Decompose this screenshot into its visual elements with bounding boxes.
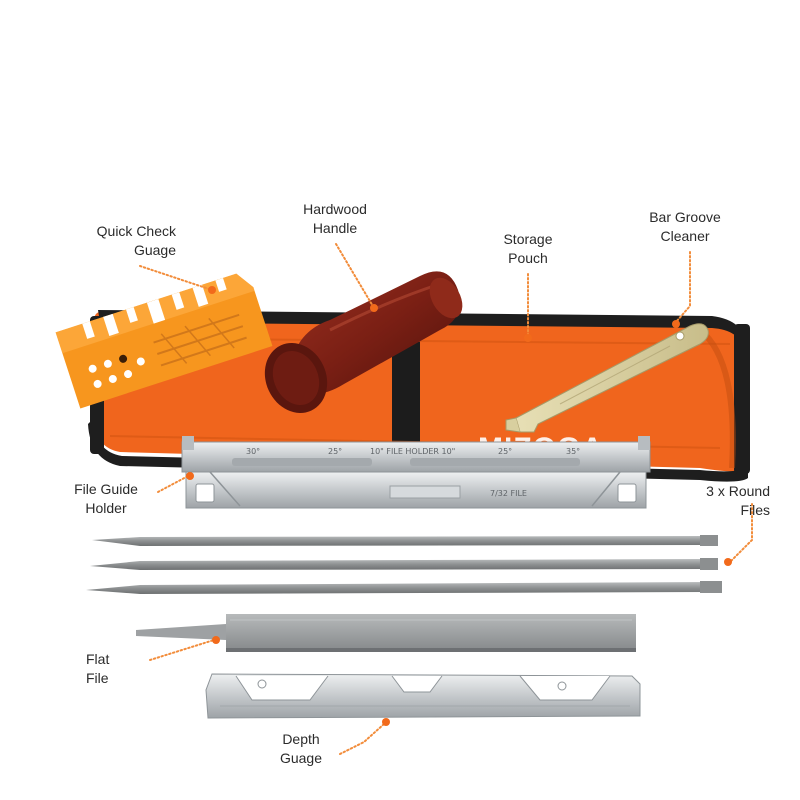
label-bar-groove-line1: Bar Groove [649, 209, 721, 225]
label-round-files-line1: 3 x Round [706, 483, 770, 499]
flat-file-tang [136, 624, 226, 640]
label-round-files: 3 x Round Files [660, 482, 770, 520]
label-quick-check-gauge: Quick Check Guage [60, 222, 176, 260]
callout-hardwood [335, 243, 375, 309]
label-hardwood-line2: Handle [312, 220, 358, 236]
label-hardwood-line1: Hardwood [303, 201, 367, 217]
holder-top-plate [181, 441, 651, 473]
holder-angle-25-right: 25° [498, 447, 512, 456]
round-file-2 [90, 558, 718, 570]
label-storage-line2: Pouch [508, 250, 548, 266]
flat-file-blade [226, 614, 636, 648]
callout-flat-file [149, 639, 215, 661]
label-bar-groove-line2: Cleaner [660, 228, 710, 244]
holder-angle-markings: 30° 25° 10" FILE HOLDER 10" 25° 35° 7/32… [246, 447, 580, 498]
pouch-right-edge [734, 324, 750, 474]
file-guide-holder [181, 436, 651, 509]
label-round-files-line2: Files [740, 502, 770, 518]
label-hardwood-handle: Hardwood Handle [280, 200, 390, 238]
round-file-1 [92, 535, 718, 546]
label-file-guide-holder: File Guide Holder [56, 480, 156, 518]
pouch-roll-shade [698, 327, 736, 469]
gauge-plate [55, 273, 273, 409]
label-flat-file-line2: File [86, 670, 109, 686]
label-quick-check-line1: Quick Check [96, 223, 176, 239]
callout-depth [339, 723, 385, 755]
label-bar-groove-cleaner: Bar Groove Cleaner [630, 208, 740, 246]
label-file-guide-line1: File Guide [74, 481, 138, 497]
round-files [86, 535, 722, 594]
depth-gauge [205, 673, 641, 719]
handle-body [292, 271, 460, 394]
quick-check-gauge [55, 273, 273, 409]
label-flat-file-line1: Flat [86, 651, 110, 667]
label-storage-pouch: Storage Pouch [478, 230, 578, 268]
label-depth-line2: Guage [279, 750, 323, 766]
label-flat-file: Flat File [86, 650, 146, 688]
callout-quick-check [139, 265, 213, 291]
handle-tip [429, 277, 463, 319]
holder-angle-35: 35° [566, 447, 580, 456]
label-quick-check-line2: Guage [133, 242, 176, 258]
holder-angle-25-left: 25° [328, 447, 342, 456]
label-depth-gauge: Depth Guage [256, 730, 346, 768]
label-file-guide-line2: Holder [85, 500, 127, 516]
callout-dots [186, 286, 732, 726]
callout-bar-groove [675, 251, 691, 323]
holder-title: 10" FILE HOLDER 10" [370, 447, 455, 456]
holder-lower-marking: 7/32 FILE [490, 489, 527, 498]
hardwood-handle [264, 271, 463, 414]
label-storage-line1: Storage [503, 231, 553, 247]
label-depth-line1: Depth [282, 731, 320, 747]
round-file-3 [86, 581, 722, 594]
callout-round-files [729, 503, 753, 563]
holder-angle-30: 30° [246, 447, 260, 456]
cleaner-hook [505, 417, 521, 433]
callout-file-guide [157, 475, 189, 493]
callout-lines [139, 243, 753, 755]
bar-groove-cleaner [505, 323, 709, 433]
flat-file [136, 614, 636, 652]
